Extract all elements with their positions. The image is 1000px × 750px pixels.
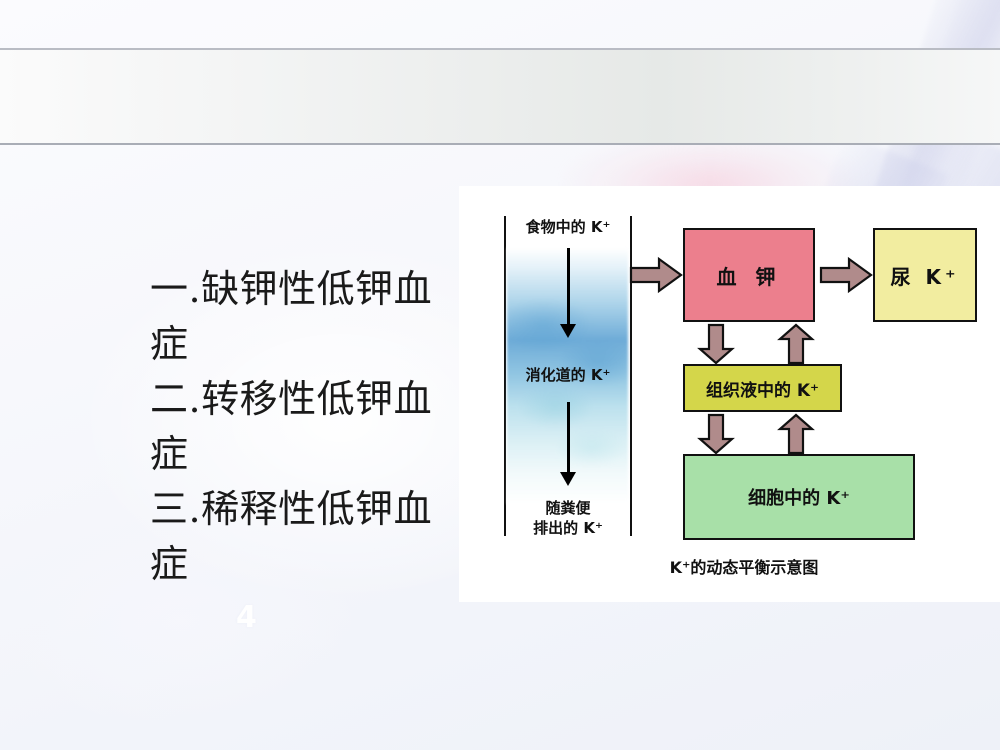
tract-label-feces: 随粪便 排出的 K⁺ (504, 498, 632, 538)
box-blood-potassium: 血 钾 (683, 228, 815, 322)
down-arrow-icon-blood-to-tissue (697, 323, 735, 365)
potassium-balance-diagram: 食物中的 K⁺ 消化道的 K⁺ 随粪便 排出的 K⁺ 血 钾 尿 K⁺ 组织液中… (459, 186, 1000, 602)
list-item: 三.稀释性低钾血症 (150, 487, 433, 586)
tract-label-gut: 消化道的 K⁺ (525, 366, 611, 384)
bullet-list: 一.缺钾性低钾血症 二.转移性低钾血症 三.稀释性低钾血症 (150, 262, 465, 592)
digestive-tract-column: 食物中的 K⁺ 消化道的 K⁺ 随粪便 排出的 K⁺ (504, 216, 632, 538)
tract-right-rule (630, 216, 632, 536)
up-arrow-icon-tissue-to-blood (777, 323, 815, 365)
list-item: 二.转移性低钾血症 (150, 377, 433, 476)
down-arrow-icon-tissue-to-cell (697, 413, 735, 455)
right-arrow-icon-intake-to-blood (629, 256, 683, 294)
right-arrow-icon-blood-to-urine (819, 256, 873, 294)
tract-left-rule (504, 216, 506, 536)
tract-label-feces-line2: 排出的 K⁺ (533, 519, 603, 537)
box-tissue-fluid-potassium: 组织液中的 K⁺ (683, 364, 842, 412)
box-cell-potassium: 细胞中的 K⁺ (683, 454, 915, 540)
tract-label-intake: 食物中的 K⁺ (525, 218, 611, 236)
title-placeholder-band[interactable] (0, 48, 1000, 145)
box-urine-potassium: 尿 K⁺ (873, 228, 977, 322)
list-item: 一.缺钾性低钾血症 (150, 267, 433, 366)
up-arrow-icon-cell-to-tissue (777, 413, 815, 455)
tract-label-feces-line1: 随粪便 (545, 499, 591, 517)
diagram-caption: K⁺的动态平衡示意图 (669, 558, 819, 577)
slide-number: 4 (236, 600, 257, 635)
